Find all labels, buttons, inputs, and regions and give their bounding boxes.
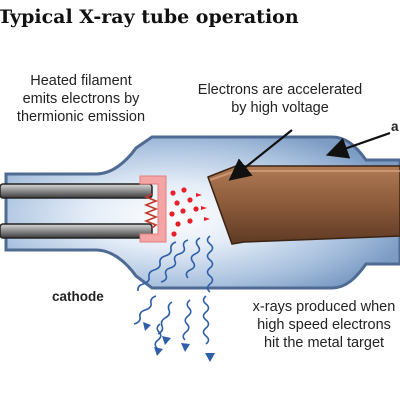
accel-label: Electrons are accelerated by high voltag… [197, 82, 363, 116]
anode-pointer-arrow [325, 131, 391, 159]
xray-label: x-rays produced when high speed electron… [252, 299, 396, 351]
anode-label: a [391, 119, 399, 134]
electron-motion-arrows [196, 193, 210, 221]
electrons [169, 187, 199, 237]
filament-label: Heated filament emits electrons by therm… [16, 73, 146, 125]
cathode-wires [0, 183, 153, 239]
cathode-label: cathode [52, 289, 104, 304]
accel-pointer-arrow [228, 129, 293, 181]
filament-icon [143, 193, 159, 229]
anode [207, 165, 400, 245]
xray-waves [133, 235, 214, 349]
diagram-title: Typical X-ray tube operation [0, 6, 299, 28]
cathode-cup [139, 175, 167, 243]
xray-arrowheads [143, 322, 215, 362]
